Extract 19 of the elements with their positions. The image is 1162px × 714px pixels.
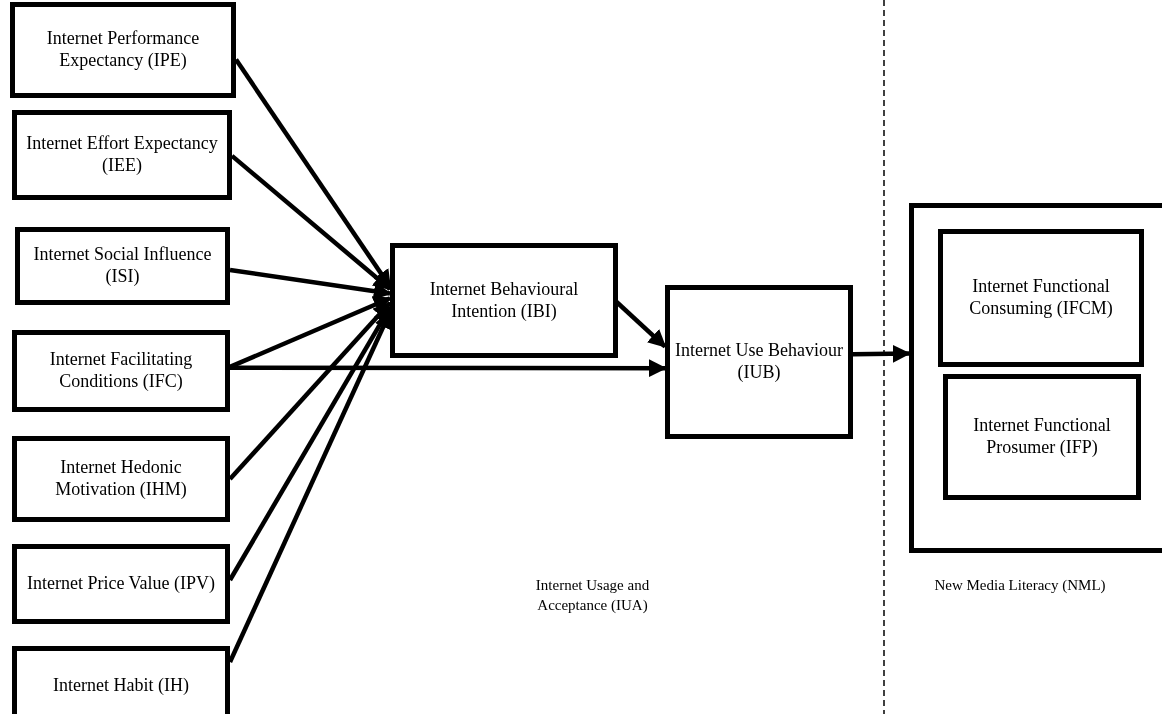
concept-box: Internet Hedonic Motivation (IHM): [12, 436, 230, 522]
concept-box: Internet Functional Consuming (IFCM): [938, 229, 1144, 367]
concept-box: Internet Functional Prosumer (IFP): [943, 374, 1141, 500]
arrow: [228, 301, 392, 481]
region-label: New Media Literacy (NML): [933, 576, 1107, 595]
concept-box: Internet Social Influence (ISI): [15, 227, 230, 305]
arrow: [852, 344, 911, 363]
concept-box: Internet Performance Expectancy (IPE): [10, 2, 236, 98]
concept-box: Internet Facilitating Conditions (IFC): [12, 330, 230, 412]
region-label: Internet Usage and Acceptance (IUA): [534, 576, 651, 615]
arrow: [230, 359, 667, 378]
concept-box: Internet Use Behaviour (IUB): [665, 285, 853, 439]
arrow: [229, 296, 392, 369]
concept-box: Internet Habit (IH): [12, 646, 230, 714]
concept-box: Internet Effort Expectancy (IEE): [12, 110, 232, 200]
concept-box: Internet Behavioural Intention (IBI): [390, 243, 618, 358]
concept-box: Internet Price Value (IPV): [12, 544, 230, 624]
group-box: [909, 203, 1162, 553]
arrow: [230, 154, 392, 291]
